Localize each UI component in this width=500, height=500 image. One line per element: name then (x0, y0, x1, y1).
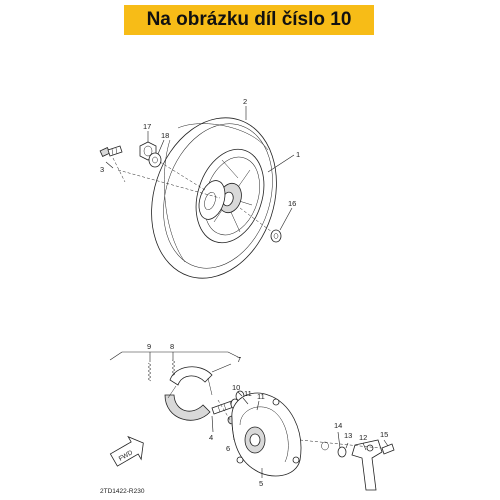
label-part-9: 9 (147, 342, 151, 351)
label-part-10: 10 (232, 383, 240, 392)
label-part-4: 4 (209, 433, 213, 442)
brake-housing (231, 392, 302, 477)
label-part-7: 7 (237, 355, 241, 364)
washer-18 (148, 152, 162, 168)
label-part-2: 2 (243, 97, 247, 106)
label-part-12: 12 (359, 433, 367, 442)
label-part-6: 6 (226, 444, 230, 453)
spring-9 (147, 362, 152, 382)
label-part-14: 14 (334, 421, 342, 430)
seal-14 (321, 441, 329, 451)
label-part-17: 17 (143, 122, 151, 131)
label-part-15: 15 (380, 430, 388, 439)
label-part-11b: 11 (257, 392, 265, 401)
spring-8 (171, 359, 176, 377)
label-part-16: 16 (288, 199, 296, 208)
bolt-15 (381, 443, 395, 455)
drawing-code: 2TD1422-R230 (100, 488, 145, 495)
label-part-1: 1 (296, 150, 300, 159)
collar-16 (270, 229, 282, 243)
label-part-5: 5 (259, 479, 263, 488)
title-banner: Na obrázku díl číslo 10 (124, 5, 374, 35)
fwd-arrow-icon (109, 435, 144, 467)
label-part-3: 3 (100, 165, 104, 174)
brake-shoes (164, 366, 213, 421)
valve-stem (99, 145, 123, 157)
label-part-13: 13 (344, 431, 352, 440)
rear-wheel (151, 117, 277, 279)
label-part-11a: 11 (244, 389, 252, 398)
brake-lever (351, 439, 383, 491)
banner-text: Na obrázku díl číslo 10 (146, 9, 352, 30)
washer-13 (337, 446, 347, 458)
label-part-18: 18 (161, 131, 169, 140)
label-part-8: 8 (170, 342, 174, 351)
